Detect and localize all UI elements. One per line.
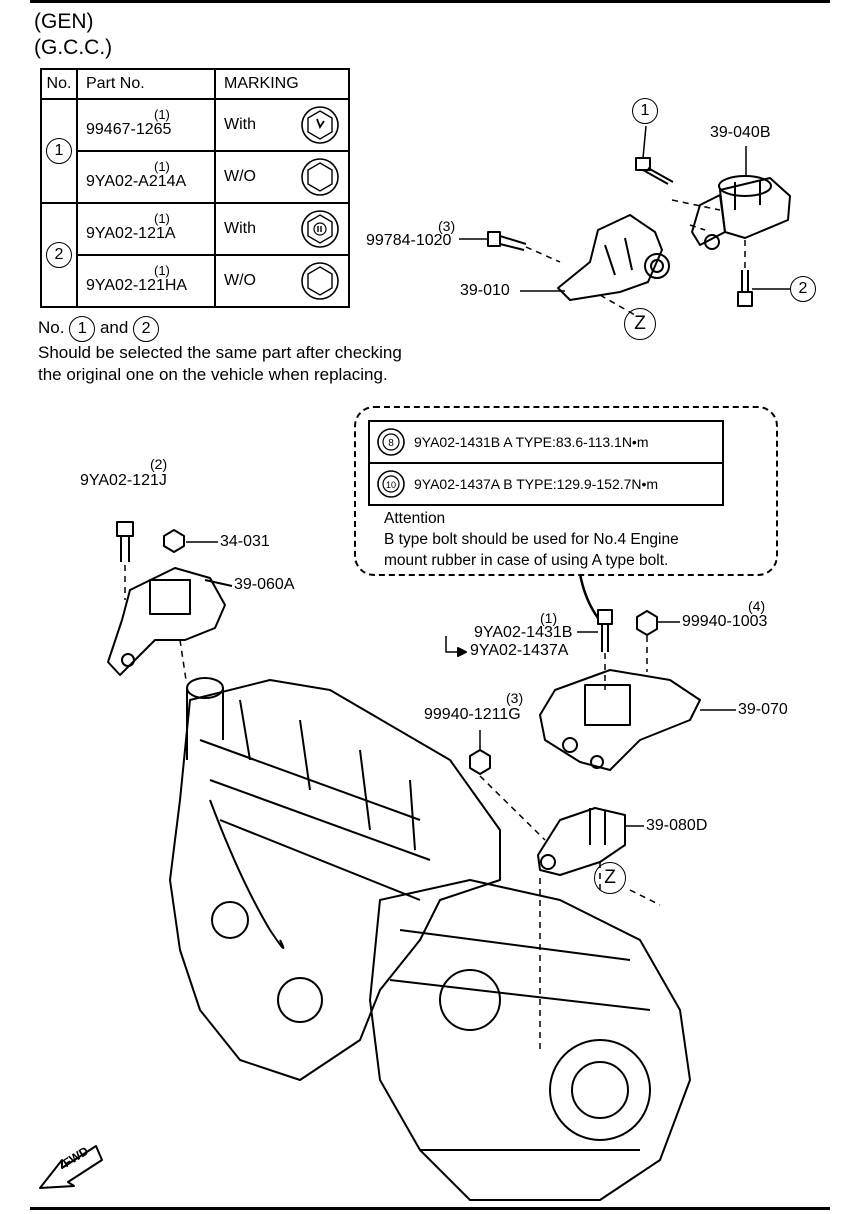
note-line-3: the original one on the vehicle when rep… — [38, 365, 388, 384]
marking-text: W/O — [224, 168, 256, 185]
leader-c1 — [642, 125, 647, 159]
nut-99940-1003-drawing — [636, 610, 680, 636]
qty-note: (1) — [154, 107, 170, 122]
row-no-cell: 2 — [40, 202, 78, 308]
mount-39-070-drawing — [539, 669, 736, 771]
attention-note: Attention B type bolt should be used for… — [384, 510, 679, 569]
bolt-1431B-drawing — [597, 609, 613, 652]
nut-99940-1211G-drawing — [469, 749, 491, 775]
bolt-2-drawing — [737, 270, 753, 307]
table-row: 1 (1)99467-1265 With — [40, 98, 350, 204]
label-99940-1003: 99940-1003 — [682, 613, 768, 630]
torque-row-a: 8 9YA02-1431B A TYPE:83.6-113.1N•m — [370, 422, 722, 462]
table-row: 2 (1)9YA02-121A With — [40, 202, 350, 308]
part-no-cell: (1)9YA02-121A — [76, 202, 216, 256]
qty-note: (1) — [154, 263, 170, 278]
label-9YA02-121J: 9YA02-121J — [80, 472, 167, 489]
part-number: 9YA02-A214A — [86, 173, 187, 190]
selection-note: No. 1 and 2 Should be selected the same … — [38, 316, 402, 384]
part-no-cell: (1)99467-1265 — [76, 98, 216, 152]
marked-nut-icon — [301, 106, 339, 144]
note-circle-1: 1 — [69, 316, 96, 342]
engine-assembly-drawing — [169, 677, 691, 1201]
bolt-1-drawing — [635, 157, 674, 185]
callout-2: 2 — [790, 276, 816, 302]
part-number: 9YA02-121HA — [86, 277, 188, 294]
marking-text: W/O — [224, 272, 256, 289]
header-part-no: Part No. — [76, 68, 216, 100]
header-marking: MARKING — [214, 68, 350, 100]
qty-note: (1) — [154, 211, 170, 226]
model-label: (GEN) — [34, 10, 94, 33]
bottom-border — [30, 1207, 830, 1210]
label-1431B-qty: (1) — [540, 610, 558, 626]
label-9YA02-1437A: 9YA02-1437A — [470, 642, 569, 659]
view-z-top: Z — [624, 308, 656, 340]
top-border — [30, 0, 830, 3]
label-39-070: 39-070 — [738, 701, 788, 718]
note-line-2: Should be selected the same part after c… — [38, 343, 402, 362]
table-row: (1)9YA02-A214A W/O — [41, 150, 350, 204]
label-39-080D: 39-080D — [646, 817, 708, 834]
part-number: 99467-1265 — [86, 121, 172, 138]
torque-row-b: 10 9YA02-1437A B TYPE:129.9-152.7N•m — [370, 462, 722, 504]
label-39-010: 39-010 — [460, 282, 510, 299]
label-39-060A: 39-060A — [234, 576, 295, 593]
marking-text: With — [224, 116, 256, 133]
attention-title: Attention — [384, 510, 446, 527]
part-no-cell: (1)9YA02-A214A — [76, 150, 216, 204]
part-marking-table: No. Part No. MARKING 1 (1)99467-1265 Wit… — [40, 68, 350, 308]
bolt-121J-drawing — [116, 521, 134, 562]
nut-34-031-drawing — [163, 529, 218, 553]
part-number: 9YA02-121A — [86, 225, 176, 242]
marking-cell: W/O — [214, 150, 350, 204]
torque-text-a: 9YA02-1431B A TYPE:83.6-113.1N•m — [414, 434, 649, 450]
part-no-cell: (1)9YA02-121HA — [76, 254, 216, 308]
circle-number-1: 1 — [46, 138, 72, 164]
label-99784-1020: 99784-1020 — [366, 232, 452, 249]
circle-number-2: 2 — [46, 242, 72, 268]
mount-39-060A-drawing — [107, 567, 233, 676]
mount-39-040B-drawing — [691, 175, 791, 250]
table-row: (1)9YA02-121HA W/O — [41, 254, 350, 308]
plain-bolt-head-icon — [301, 262, 339, 300]
label-99940-1003-qty: (4) — [748, 598, 766, 614]
torque-table: 8 9YA02-1431B A TYPE:83.6-113.1N•m 10 9Y… — [368, 420, 724, 506]
torque-text-b: 9YA02-1437A B TYPE:129.9-152.7N•m — [414, 476, 659, 492]
marked-bolt-head-icon — [301, 210, 339, 248]
view-z-bottom: Z — [594, 862, 626, 894]
row-no-cell: 1 — [40, 98, 78, 204]
marking-text: With — [224, 220, 256, 237]
label-39-040B: 39-040B — [710, 124, 771, 141]
label-99940-1211G: 99940-1211G — [424, 706, 521, 723]
label-34-031: 34-031 — [220, 533, 270, 550]
svg-text:10: 10 — [386, 480, 396, 490]
table-header-row: No. Part No. MARKING — [40, 68, 350, 100]
label-9YA02-1431B: 9YA02-1431B — [474, 624, 573, 641]
header-no: No. — [40, 68, 78, 100]
note-circle-2: 2 — [133, 316, 160, 342]
label-99784-qty: (3) — [438, 218, 456, 234]
bracket-39-080D-drawing — [537, 807, 644, 876]
region-label: (G.C.C.) — [34, 36, 113, 59]
marking-cell: With — [214, 202, 350, 256]
label-99940-1211G-qty: (3) — [506, 690, 524, 706]
bolt-mark-8-icon: 8 — [377, 428, 405, 456]
marking-cell: With — [214, 98, 350, 152]
fwd-arrow-icon — [39, 1145, 103, 1189]
svg-text:8: 8 — [388, 438, 394, 449]
bolt-99784-drawing — [487, 231, 527, 251]
label-121J-qty: (2) — [150, 456, 168, 472]
callout-1: 1 — [632, 98, 658, 124]
bracket-39-010-drawing — [557, 214, 670, 301]
qty-note: (1) — [154, 159, 170, 174]
torque-callout-box — [354, 406, 778, 576]
marking-cell: W/O — [214, 254, 350, 308]
plain-nut-icon — [301, 158, 339, 196]
bolt-mark-10-icon: 10 — [377, 470, 405, 498]
